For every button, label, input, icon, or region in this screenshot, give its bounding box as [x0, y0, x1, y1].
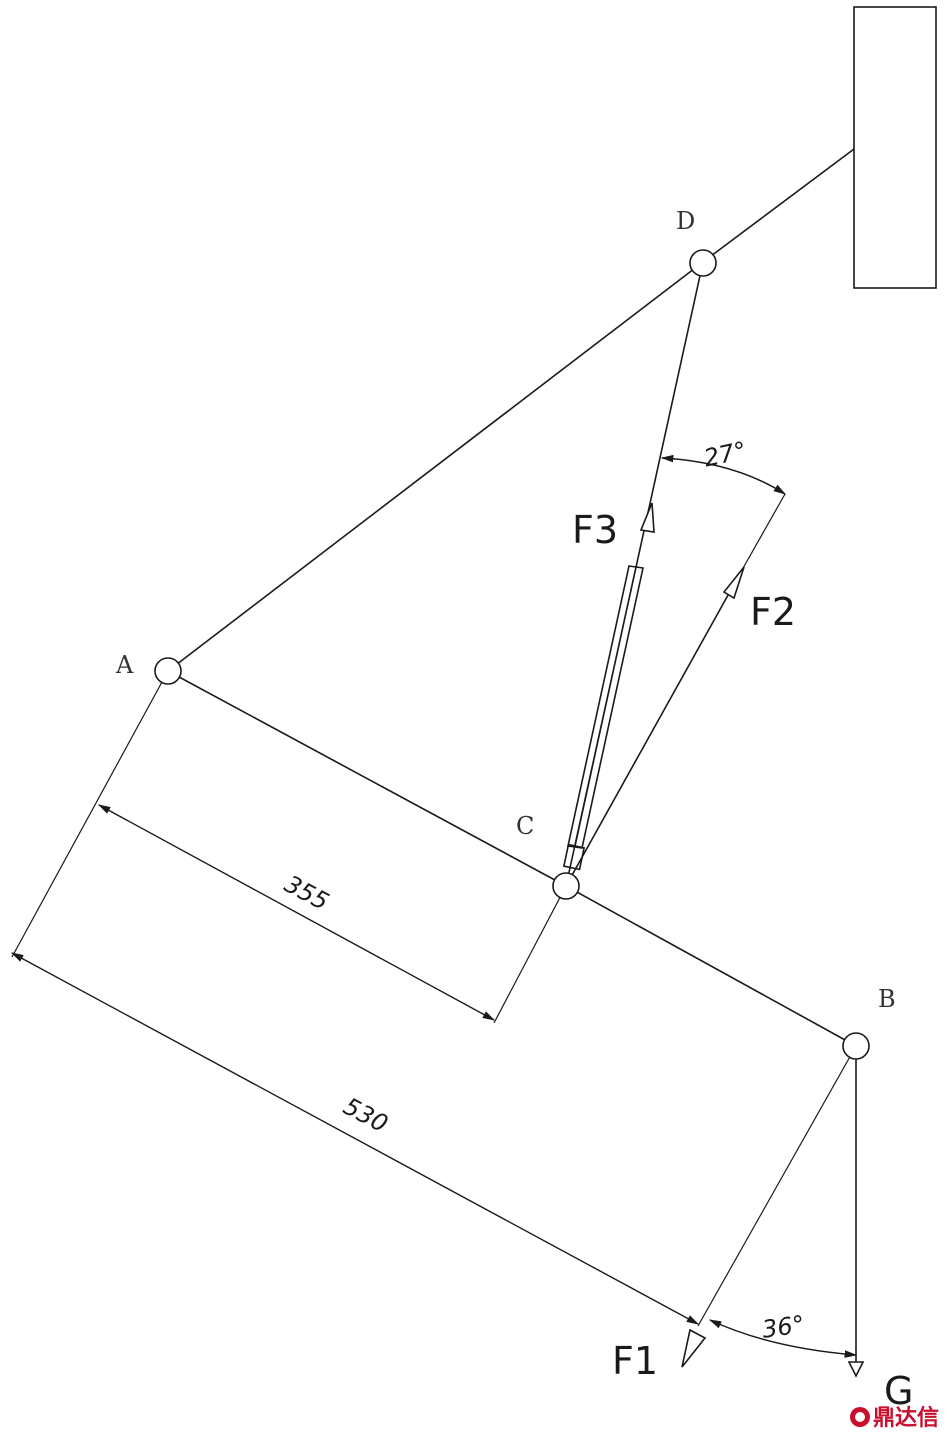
- dim-ext-b: [697, 1045, 857, 1327]
- label-point-d: D: [676, 207, 695, 235]
- label-force-f2: F2: [750, 590, 796, 634]
- label-force-f3: F3: [572, 508, 618, 552]
- joint-d: [689, 249, 717, 277]
- label-angle-36: 36°: [760, 1310, 806, 1344]
- angle-27-arc: [660, 454, 787, 495]
- link-c-b: [565, 885, 857, 1047]
- joint-b: [842, 1032, 870, 1060]
- angle-36-arc: [708, 1319, 858, 1358]
- dim-line-530: [10, 952, 700, 1325]
- watermark-text: 鼎达信: [873, 1405, 939, 1431]
- label-point-b: B: [878, 985, 896, 1013]
- force-f1-arrow: [681, 1328, 707, 1368]
- joint-c: [552, 872, 580, 900]
- force-f2-arrow: [722, 566, 745, 600]
- gravity-arrow: [847, 1361, 865, 1378]
- label-point-c: C: [516, 812, 534, 840]
- force-f3-arrow: [639, 502, 655, 533]
- label-dim-355: 355: [280, 870, 334, 916]
- dim-ext-a: [11, 670, 169, 958]
- dim-ext-c: [493, 885, 567, 1024]
- joint-a: [154, 657, 182, 685]
- label-angle-27: 27°: [701, 436, 748, 472]
- wall-support: [853, 6, 937, 289]
- label-dim-530: 530: [339, 1092, 393, 1138]
- link-a-c: [167, 670, 567, 887]
- watermark: 鼎达信: [850, 1405, 939, 1431]
- angle-27-extension: [741, 493, 786, 571]
- label-force-g: G: [884, 1369, 913, 1413]
- label-point-a: A: [115, 651, 134, 679]
- link-d-a: [167, 261, 704, 672]
- cylinder-rod-line: [574, 566, 637, 848]
- force-f2-line: [565, 569, 743, 887]
- dim-line-355: [97, 804, 496, 1021]
- label-force-f1: F1: [612, 1339, 658, 1383]
- link-wall-d: [702, 148, 855, 263]
